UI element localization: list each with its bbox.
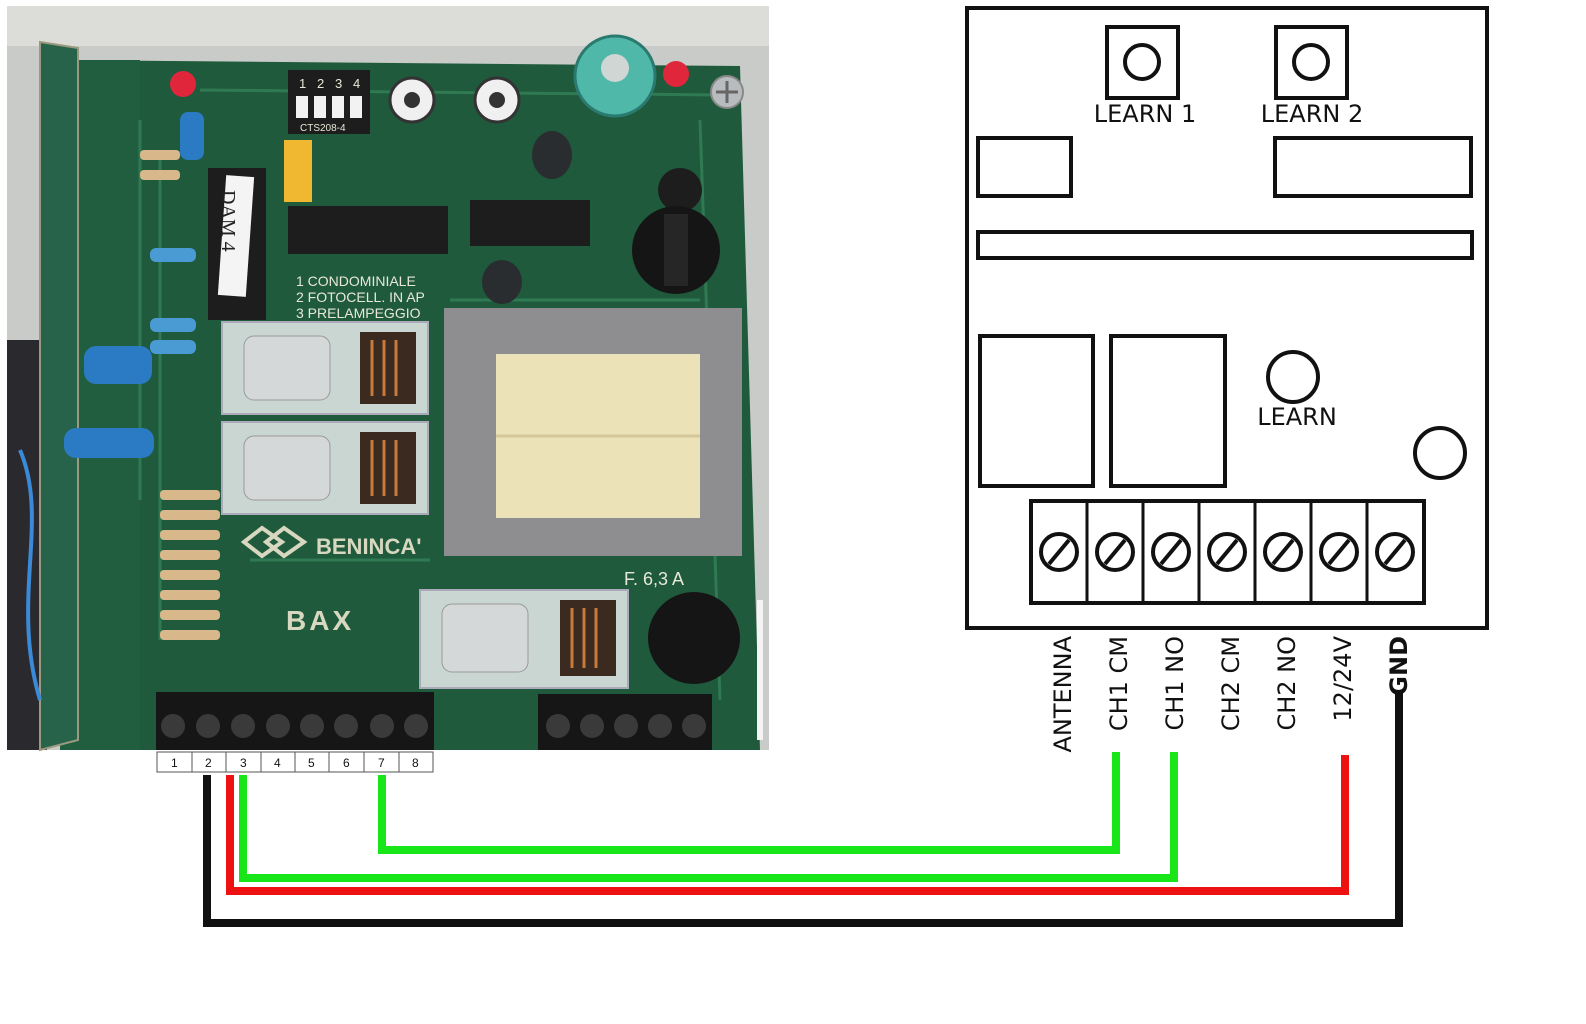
led-indicator-icon	[1413, 426, 1467, 480]
dip-number: 2	[317, 76, 324, 91]
relay-block	[1109, 334, 1227, 488]
terminal-number: 1	[171, 756, 178, 770]
learn2-button-frame	[1274, 25, 1349, 100]
silk-line: 2 FOTOCELL. IN AP	[296, 289, 425, 305]
relay	[221, 421, 429, 515]
dip-switch: 1 2 3 4 CTS208-4	[288, 70, 370, 134]
capacitor	[532, 131, 572, 179]
learn1-label: LEARN 1	[1094, 100, 1196, 128]
dip-label: CTS208-4	[300, 123, 346, 134]
learn2-label: LEARN 2	[1261, 100, 1363, 128]
control-board-photo: 1 2 3 4 CTS208-4 DAM 4 1 CONDOMIN	[7, 6, 769, 752]
terminal-label-ch2-cm: CH2 CM	[1217, 636, 1245, 731]
chip-label: DAM 4	[217, 190, 239, 252]
terminal-block-secondary	[538, 694, 712, 750]
receiver-module	[965, 6, 1489, 630]
ic-chip	[470, 200, 590, 246]
dip-number: 1	[299, 76, 306, 91]
model-name: BAX	[286, 605, 354, 636]
wire-ch1-no	[239, 752, 1178, 882]
learn-label: LEARN	[1257, 403, 1337, 431]
terminal-number: 8	[412, 756, 419, 770]
silk-line: 1 CONDOMINIALE	[296, 273, 416, 289]
relay	[221, 321, 429, 415]
terminal-number-strip: 1 2 3 4 5 6 7 8	[156, 751, 434, 773]
dip-number: 3	[335, 76, 342, 91]
terminal-number: 2	[205, 756, 212, 770]
relay-block	[978, 334, 1095, 488]
screw-terminal-icons	[1039, 532, 1415, 572]
fuse-label: F. 6,3 A	[624, 569, 684, 589]
receiver-outline	[965, 6, 1489, 630]
relay	[419, 589, 629, 689]
wire-power	[226, 755, 1349, 895]
terminal-block-main	[156, 692, 434, 750]
wire-gnd	[203, 693, 1403, 927]
dip-number: 4	[353, 76, 360, 91]
terminal-label-gnd: GND	[1385, 636, 1413, 696]
terminal-label-ch2-no: CH2 NO	[1273, 636, 1301, 731]
transformer	[444, 308, 742, 556]
terminal-number: 3	[240, 756, 247, 770]
wire-ch1-cm	[378, 752, 1120, 854]
brand-name: BENINCA'	[316, 534, 421, 559]
terminal-number: 7	[378, 756, 385, 770]
capacitor	[482, 260, 522, 304]
fuse-holder	[648, 592, 740, 684]
ic-chip	[288, 206, 448, 254]
learn-button-icon	[1266, 350, 1320, 404]
led-1	[170, 71, 196, 97]
terminal-label-ch1-cm: CH1 CM	[1105, 636, 1133, 731]
terminal-number: 5	[308, 756, 315, 770]
terminal-label-antenna: ANTENNA	[1049, 635, 1077, 752]
component-block	[1273, 136, 1473, 198]
silk-line: 3 PRELAMPEGGIO	[296, 305, 421, 321]
component-block	[976, 136, 1073, 198]
learn2-button-icon	[1292, 43, 1330, 81]
receiver-terminal-block	[1029, 499, 1426, 605]
terminal-label-ch1-no: CH1 NO	[1161, 636, 1189, 731]
component-strip	[976, 230, 1474, 260]
terminal-label-12-24v: 12/24V	[1329, 635, 1357, 721]
learn1-button-frame	[1105, 25, 1180, 100]
terminal-number: 4	[274, 756, 281, 770]
brand-logo	[240, 525, 308, 559]
led-2	[663, 61, 689, 87]
capacitor	[658, 168, 702, 212]
terminal-number: 6	[343, 756, 350, 770]
learn1-button-icon	[1123, 43, 1161, 81]
